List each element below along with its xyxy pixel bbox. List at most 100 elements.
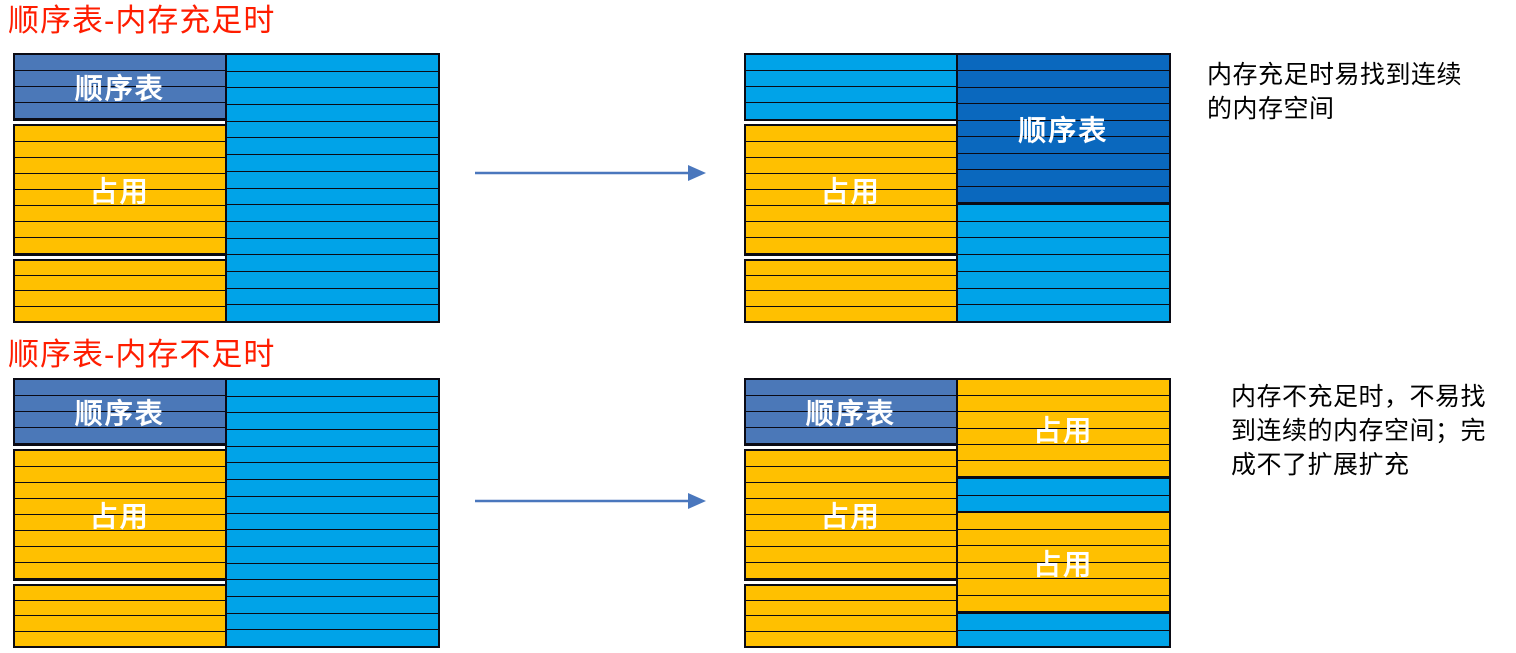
memory-cell <box>958 496 1170 511</box>
memory-cell <box>226 430 438 447</box>
memory-column <box>224 378 440 648</box>
memory-cell <box>746 563 956 579</box>
memory-cell <box>15 451 225 467</box>
memory-cell <box>226 272 438 289</box>
memory-cell <box>15 307 225 321</box>
memory-grid-bottom-left: 顺序表占用 <box>13 378 440 648</box>
memory-block-light-blue <box>224 378 440 648</box>
memory-cell <box>15 238 225 254</box>
memory-cell <box>226 55 438 72</box>
memory-cell <box>226 289 438 306</box>
memory-block-orange: 占用 <box>744 448 958 581</box>
memory-block-light-blue <box>955 477 1171 513</box>
memory-cell <box>226 205 438 222</box>
memory-column: 占用 <box>744 53 958 323</box>
note-line: 成不了扩展扩充 <box>1231 451 1410 479</box>
memory-cell <box>957 289 1169 306</box>
memory-cell <box>746 238 956 254</box>
memory-cell <box>957 205 1169 222</box>
memory-cell <box>957 71 1169 88</box>
memory-cell <box>15 71 225 87</box>
memory-cell <box>226 614 438 631</box>
memory-cell <box>746 547 956 563</box>
memory-cell <box>746 586 956 601</box>
memory-grid-bottom-right: 顺序表占用占用占用 <box>744 378 1171 648</box>
memory-cell <box>957 614 1169 631</box>
memory-cell <box>746 632 956 646</box>
memory-cell <box>746 103 956 118</box>
memory-cell <box>746 87 956 104</box>
note-memory-insufficient: 内存不充足时，不易找 到连续的内存空间；完 成不了扩展扩充 <box>1231 380 1516 482</box>
memory-block-orange <box>744 583 958 648</box>
memory-block-orange <box>13 258 227 323</box>
memory-cell <box>15 396 225 412</box>
memory-cell <box>226 380 438 397</box>
memory-block-orange: 占用 <box>955 378 1171 480</box>
memory-cell <box>15 531 225 547</box>
note-line: 内存充足时易找到连续 <box>1207 61 1463 89</box>
memory-cell <box>957 412 1169 429</box>
memory-block-steel-blue: 顺序表 <box>744 378 958 446</box>
memory-cell <box>226 514 438 531</box>
memory-cell <box>226 413 438 431</box>
memory-cell <box>957 88 1169 105</box>
memory-cell <box>15 174 225 190</box>
memory-cell <box>15 206 225 222</box>
memory-cell <box>226 597 438 614</box>
memory-cell <box>957 546 1169 563</box>
memory-cell <box>226 463 438 481</box>
memory-cell <box>957 513 1169 530</box>
memory-cell <box>226 547 438 564</box>
memory-cell <box>746 55 956 72</box>
memory-cell <box>746 307 956 321</box>
memory-cell <box>746 206 956 222</box>
memory-cell <box>15 601 225 617</box>
memory-cell <box>957 170 1169 187</box>
memory-cell <box>15 547 225 563</box>
memory-cell <box>15 483 225 499</box>
memory-column: 顺序表占用 <box>13 378 227 648</box>
memory-cell <box>226 122 438 139</box>
memory-cell <box>15 412 225 428</box>
memory-cell <box>15 586 225 601</box>
memory-cell <box>226 530 438 547</box>
memory-cell <box>957 187 1169 203</box>
memory-cell <box>958 305 1170 321</box>
memory-cell <box>746 515 956 531</box>
memory-block-orange: 占用 <box>13 448 227 581</box>
memory-cell <box>957 479 1169 496</box>
note-line: 内存不充足时，不易找 <box>1231 383 1487 411</box>
memory-cell <box>15 291 225 307</box>
memory-cell <box>746 174 956 190</box>
memory-cell <box>15 126 225 142</box>
memory-cell <box>957 579 1169 596</box>
memory-cell <box>957 429 1169 445</box>
memory-cell <box>15 616 225 632</box>
memory-cell <box>746 396 956 412</box>
memory-block-light-blue <box>955 612 1171 648</box>
memory-block-steel-blue: 顺序表 <box>13 53 227 121</box>
memory-cell <box>957 121 1169 138</box>
memory-grid-top-left: 顺序表占用 <box>13 53 440 323</box>
memory-cell <box>15 222 225 238</box>
memory-cell <box>746 412 956 428</box>
memory-cell <box>957 104 1169 121</box>
memory-cell <box>226 447 438 464</box>
memory-cell <box>15 55 225 71</box>
memory-cell <box>746 428 956 444</box>
memory-cell <box>746 158 956 174</box>
memory-cell <box>746 261 956 276</box>
memory-block-orange <box>744 258 958 323</box>
memory-cell <box>226 480 438 497</box>
memory-block-light-blue <box>955 202 1171 323</box>
memory-cell <box>957 530 1169 547</box>
memory-cell <box>15 380 225 396</box>
note-line: 到连续的内存空间；完 <box>1231 417 1487 445</box>
memory-cell <box>226 397 438 414</box>
memory-cell <box>746 190 956 206</box>
memory-cell <box>226 580 438 597</box>
memory-cell <box>226 105 438 122</box>
memory-cell <box>226 239 438 256</box>
memory-cell <box>15 87 225 103</box>
